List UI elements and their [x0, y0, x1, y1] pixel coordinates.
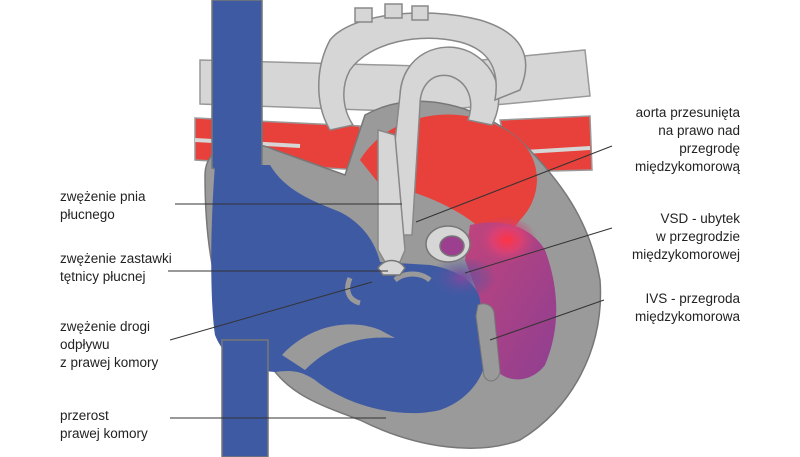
label-hypertrophy: przerost prawej komory: [60, 408, 148, 441]
superior-vena-cava: [211, 0, 263, 173]
inferior-vena-cava: [221, 339, 269, 457]
label-pulmonary-trunk: zwężenie pnia płucnego: [60, 189, 146, 222]
label-vsd: VSD - ubytek w przegrodzie międzykomorow…: [631, 211, 740, 262]
aortic-arch: [384, 46, 500, 236]
aorta-main: [318, 12, 527, 131]
label-outflow: zwężenie drogi odpływu z prawej komory: [60, 319, 159, 370]
leader-lines: [168, 145, 613, 419]
label-pulmonary-valve: zwężenie zastawki tętnicy płucnej: [60, 251, 172, 284]
label-ivs: IVS - przegroda międzykomorowa: [634, 291, 740, 324]
rv-wall-band: [282, 324, 395, 370]
label-aorta: aorta przesunięta na prawo nad przegrodę…: [634, 105, 740, 174]
interventricular-septum: [475, 303, 501, 382]
pulmonary-trunk: [377, 128, 406, 263]
